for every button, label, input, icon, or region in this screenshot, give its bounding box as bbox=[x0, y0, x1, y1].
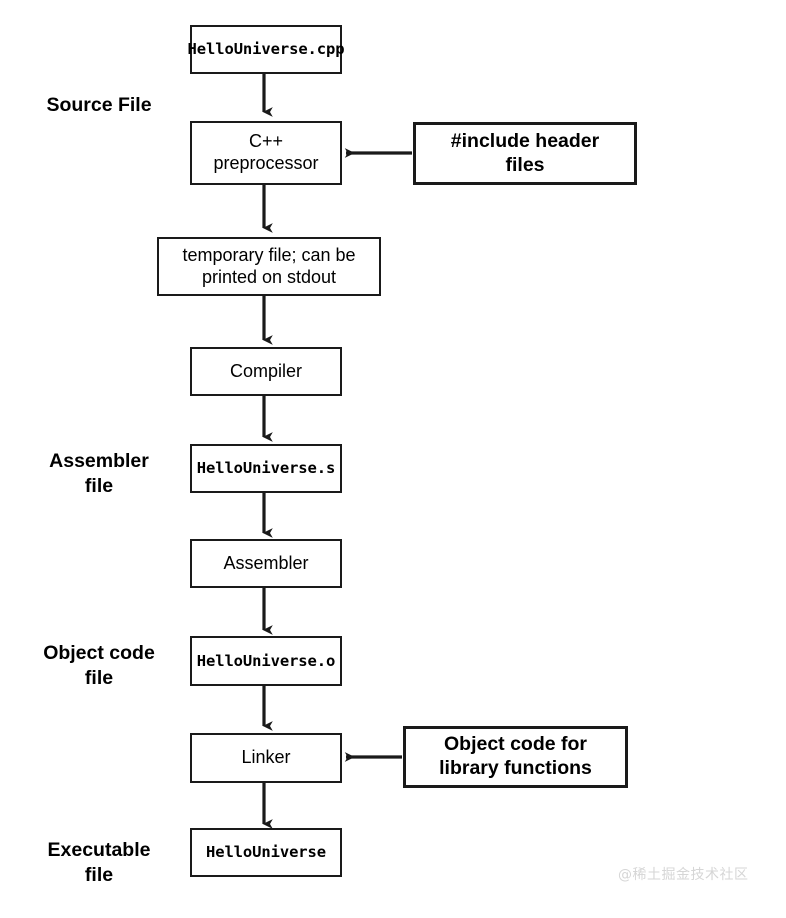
node-executable-file: HelloUniverse bbox=[190, 828, 342, 877]
node-library-object-code: Object code for library functions bbox=[403, 726, 628, 788]
node-assembly-file: HelloUniverse.s bbox=[190, 444, 342, 493]
watermark: @稀土掘金技术社区 bbox=[618, 867, 749, 883]
node-preprocessor: C++ preprocessor bbox=[190, 121, 342, 185]
stage-label-object-code-file: Object code file bbox=[43, 642, 155, 689]
node-include-header-files: #include header files bbox=[413, 122, 637, 185]
node-compiler: Compiler bbox=[190, 347, 342, 396]
node-temporary-file: temporary file; can be printed on stdout bbox=[157, 237, 381, 296]
stage-label-executable-file: Executable file bbox=[47, 839, 151, 886]
stage-label-assembler-file: Assembler file bbox=[49, 450, 149, 497]
stage-label-source-file: Source File bbox=[46, 94, 152, 116]
node-object-file: HelloUniverse.o bbox=[190, 636, 342, 686]
node-linker: Linker bbox=[190, 733, 342, 783]
node-assembler: Assembler bbox=[190, 539, 342, 588]
node-source-file: HelloUniverse.cpp bbox=[188, 25, 345, 74]
